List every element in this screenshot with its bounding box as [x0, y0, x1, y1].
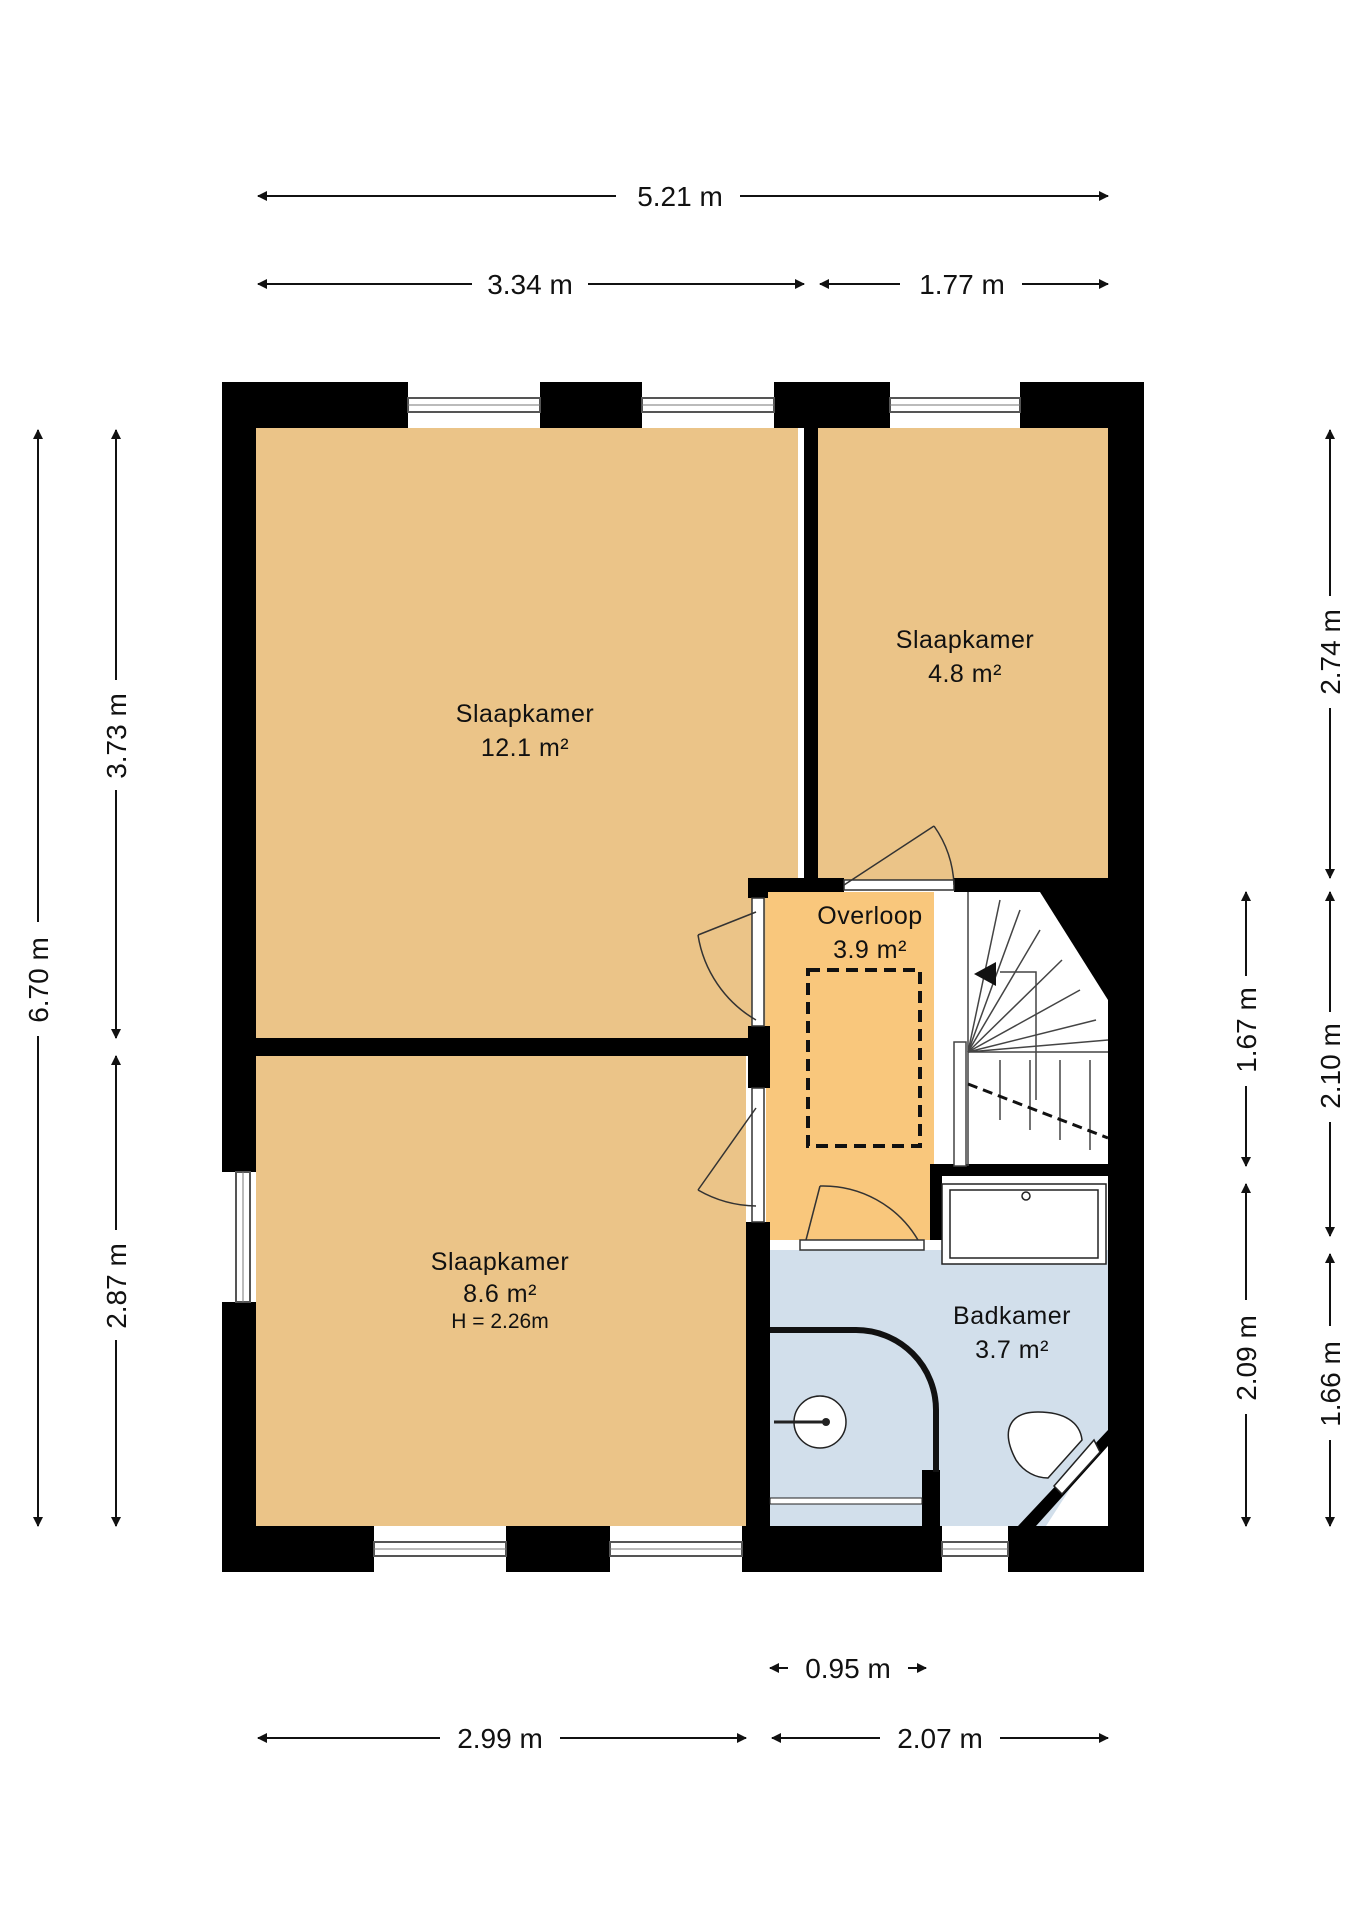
dimension-label-right-outer-top: 2.74 m [1315, 609, 1346, 695]
dimension-label-left-lower: 2.87 m [101, 1243, 132, 1329]
dimension-label-left-upper: 3.73 m [101, 693, 132, 779]
dimension-label-bottom-right: 2.07 m [897, 1723, 983, 1754]
dimension-label-top-left: 3.34 m [487, 269, 573, 300]
dimension-label-top-total: 5.21 m [637, 181, 723, 212]
room-area-bedroom-large: 12.1 m² [481, 734, 569, 762]
room-area-bedroom-lower: 8.6 m² [463, 1280, 537, 1308]
dimension-label-bottom-small: 0.95 m [805, 1653, 891, 1684]
room-area-landing: 3.9 m² [833, 936, 907, 964]
bedroom-small-floor [818, 428, 1108, 880]
dimension-label-left-total: 6.70 m [23, 937, 54, 1023]
room-area-bedroom-small: 4.8 m² [928, 660, 1002, 688]
arrow-icon [974, 962, 996, 986]
room-name-bedroom-small: Slaapkamer [896, 626, 1034, 654]
bedroom-lower-floor [256, 1056, 746, 1526]
sink-icon [941, 1183, 1107, 1265]
bedroom-large-floor [256, 428, 798, 1038]
toilet-icon [1007, 1411, 1101, 1496]
dimension-label-bottom-left: 2.99 m [457, 1723, 543, 1754]
dimension-label-right-outer-bottom: 1.66 m [1315, 1341, 1346, 1427]
walls [222, 382, 1144, 1572]
room-height-bedroom-lower: H = 2.26m [451, 1310, 548, 1333]
dimension-label-right-outer-mid: 2.10 m [1315, 1023, 1346, 1109]
room-name-bathroom: Badkamer [953, 1302, 1071, 1330]
room-area-bathroom: 3.7 m² [975, 1336, 1049, 1364]
dimension-label-top-right: 1.77 m [919, 269, 1005, 300]
shower-drain-icon [774, 1395, 847, 1449]
room-name-bedroom-large: Slaapkamer [456, 700, 594, 728]
room-name-landing: Overloop [817, 902, 922, 930]
landing-floor [766, 892, 934, 1240]
door-swing-icon [697, 825, 955, 1251]
shower-tray-edge [769, 1497, 923, 1505]
dimension-label-right-inner-top: 1.67 m [1231, 987, 1262, 1073]
staircase-icon [953, 892, 1109, 1167]
shower-icon [770, 1327, 939, 1472]
room-name-bedroom-lower: Slaapkamer [431, 1248, 569, 1276]
attic-hatch-icon [806, 968, 922, 1148]
dimension-label-right-inner-bottom: 2.09 m [1231, 1315, 1262, 1401]
